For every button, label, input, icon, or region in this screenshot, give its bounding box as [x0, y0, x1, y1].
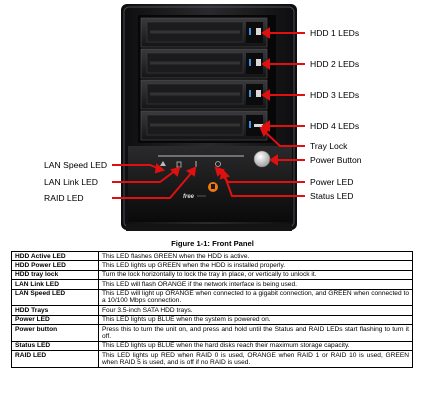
row-term: Status LED	[11, 340, 99, 351]
hdd1-power-led	[249, 28, 251, 35]
hdd1-tray-lock[interactable]	[256, 28, 261, 35]
drive-tray-2[interactable]	[140, 48, 268, 79]
drive-tray-1[interactable]	[140, 17, 268, 48]
row-term: RAID LED	[11, 349, 99, 368]
chassis-base	[126, 224, 292, 231]
row-description: This LED flashes GREEN when the HDD is a…	[98, 250, 413, 262]
row-term: HDD tray lock	[11, 269, 99, 281]
row-description: This LED lights up BLUE when the hard di…	[98, 340, 413, 351]
row-description: This LED lights up GREEN when the HDD is…	[98, 260, 413, 271]
status-led	[215, 161, 221, 167]
callout-lan-link-led: LAN Link LED	[44, 177, 98, 187]
row-term: HDD Trays	[11, 305, 99, 316]
hdd3-power-led	[249, 90, 251, 97]
hdd3-tray-lock[interactable]	[256, 90, 261, 97]
callout-tray-lock: Tray Lock	[310, 141, 348, 151]
drive-tray-4[interactable]	[140, 110, 268, 141]
hdd2-power-led	[249, 59, 251, 66]
callout-arrows	[112, 27, 305, 199]
row-description: This LED lights up BLUE when the system …	[98, 314, 413, 325]
front-control-panel: free	[128, 146, 292, 222]
row-term: Power LED	[11, 314, 99, 325]
callout-status-led: Status LED	[310, 191, 354, 201]
hdd4-power-led	[249, 121, 251, 128]
row-description: This LED lights up RED when RAID 0 is us…	[98, 349, 413, 368]
front-panel-illustration: free	[112, 4, 305, 231]
front-panel-figure: free HDD 1 LEDs HDD 2 LEDs HDD 3 LEDs HD…	[44, 4, 362, 248]
callout-hdd3-leds: HDD 3 LEDs	[310, 90, 360, 100]
row-description: Press this to turn the unit on, and pres…	[98, 323, 413, 342]
row-description: This LED will flash ORANGE if the networ…	[98, 279, 413, 290]
row-description: Turn the lock horizontally to lock the t…	[98, 269, 413, 281]
callout-hdd4-leds: HDD 4 LEDs	[310, 121, 360, 131]
callout-lan-speed-led: LAN Speed LED	[44, 160, 108, 170]
hdd2-tray-lock[interactable]	[256, 59, 261, 66]
brand-logo: free	[183, 194, 195, 200]
row-term: HDD Power LED	[11, 260, 99, 271]
lan-speed-led	[160, 161, 166, 166]
row-description: This LED will light up ORANGE when conne…	[98, 288, 413, 307]
callout-raid-led: RAID LED	[44, 193, 84, 203]
callout-hdd1-leds: HDD 1 LEDs	[310, 28, 360, 38]
row-description: Four 3.5-inch SATA HDD trays.	[98, 305, 413, 316]
power-button[interactable]	[253, 150, 271, 168]
callout-power-button: Power Button	[310, 155, 362, 165]
row-term: Power button	[11, 323, 99, 342]
row-term: LAN Link LED	[11, 279, 99, 290]
drive-tray-3[interactable]	[140, 79, 268, 110]
callout-power-led: Power LED	[310, 177, 354, 187]
hdd4-tray-lock[interactable]	[254, 124, 263, 127]
figure-caption: Figure 1-1: Front Panel	[171, 239, 254, 248]
row-term: LAN Speed LED	[11, 288, 99, 307]
callout-hdd2-leds: HDD 2 LEDs	[310, 59, 360, 69]
row-term: HDD Active LED	[11, 250, 99, 262]
